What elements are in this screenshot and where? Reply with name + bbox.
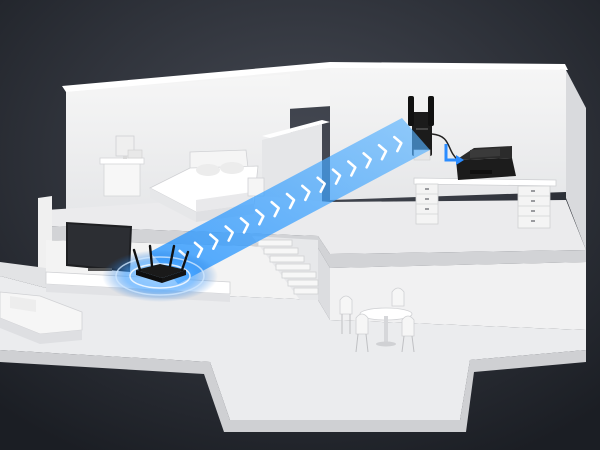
wifi-signal-beam [150, 118, 430, 284]
beam-chevron [239, 217, 250, 234]
extender-to-printer-arrow [444, 144, 464, 165]
office-desk [413, 177, 557, 229]
beam-chevron [316, 176, 326, 194]
beam-chevron [377, 143, 388, 161]
right-side-wall [566, 70, 586, 250]
lower-floor [0, 276, 586, 420]
beam-chevron [362, 152, 372, 169]
living-left-wall [0, 262, 46, 288]
dining-set [339, 287, 415, 353]
beam-chevron [270, 200, 280, 218]
stair-wall [318, 248, 330, 320]
beam-chevron [224, 225, 234, 242]
staircase [252, 236, 319, 300]
beam-chevron [331, 168, 342, 185]
sofa [0, 291, 83, 344]
beam-chevron [209, 233, 219, 250]
beam-chevron [393, 135, 403, 153]
beam-chevron [255, 208, 265, 226]
printer-icon [456, 146, 516, 180]
bed [149, 149, 259, 222]
beam-chevron [193, 241, 204, 259]
lower-floor-edge [0, 350, 586, 432]
beam-chevron [301, 184, 311, 202]
beam-chevron [285, 192, 296, 210]
wifi-router-icon [132, 244, 190, 283]
desk-with-monitor [99, 135, 145, 197]
divider-wall-top [262, 120, 330, 138]
upper-wall-top [62, 62, 568, 92]
beam-chevron [347, 160, 357, 177]
